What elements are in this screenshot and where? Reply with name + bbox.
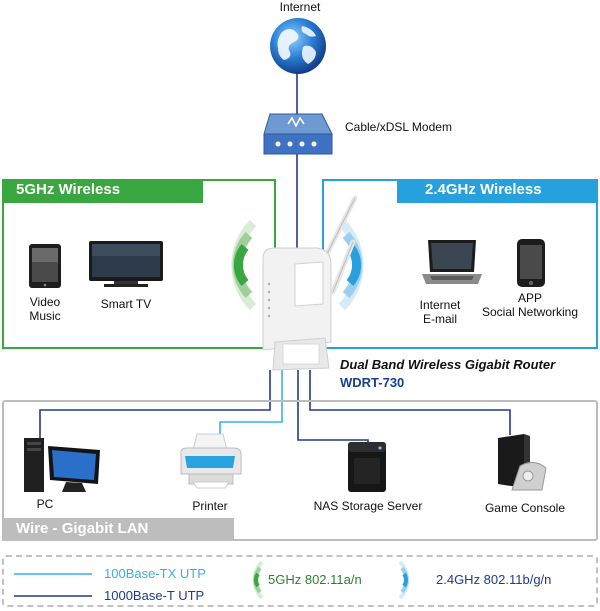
- internet-label: Internet: [279, 0, 321, 14]
- legend-24g-label: 2.4GHz 802.11b/g/n: [436, 572, 552, 587]
- game-console-label: Game Console: [484, 501, 566, 515]
- pc-label: PC: [36, 497, 54, 511]
- legend-24g-waves-icon: [398, 560, 410, 600]
- globe-icon: [270, 18, 326, 74]
- internet-email-label: Internet E-mail: [419, 298, 461, 326]
- wifi-5g-waves-icon: [231, 219, 257, 311]
- printer-label: Printer: [192, 499, 228, 513]
- smart-tv-icon: [89, 241, 163, 287]
- laptop-icon: [422, 240, 482, 284]
- smart-tv-label: Smart TV: [100, 297, 152, 311]
- router-name: Dual Band Wireless Gigabit Router: [340, 357, 556, 372]
- legend-panel: [2, 555, 598, 607]
- nas-label: NAS Storage Server: [313, 499, 423, 513]
- legend-1000base-label: 1000Base-T UTP: [104, 588, 205, 603]
- video-music-label: Video Music: [29, 295, 61, 323]
- app-social-label: APP Social Networking: [481, 291, 579, 319]
- router-icon: [262, 195, 358, 371]
- console-cable: [309, 370, 511, 435]
- pc-icon: [24, 438, 100, 492]
- pc-cable: [39, 370, 271, 440]
- printer-icon: [180, 433, 242, 489]
- router-model: WDRT-730: [340, 375, 405, 390]
- legend-100base-line: [14, 573, 92, 575]
- wireless-24g-title: 2.4GHz Wireless: [397, 179, 598, 203]
- nas-server-icon: [348, 442, 386, 492]
- modem-icon: [263, 113, 333, 155]
- legend-5g-label: 5GHz 802.11a/n: [268, 572, 362, 587]
- tablet-icon: [29, 244, 61, 288]
- printer-cable: [219, 370, 283, 440]
- legend-1000base-line: [14, 595, 92, 597]
- legend-100base-label: 100Base-TX UTP: [104, 566, 206, 581]
- wireless-5g-title: 5GHz Wireless: [2, 179, 203, 203]
- modem-label: Cable/xDSL Modem: [345, 120, 452, 134]
- lan-panel: [2, 400, 598, 541]
- lan-title: Wire - Gigabit LAN: [2, 518, 234, 541]
- game-console-icon: [498, 434, 547, 491]
- legend-5g-waves-icon: [252, 560, 264, 600]
- smartphone-icon: [517, 239, 545, 287]
